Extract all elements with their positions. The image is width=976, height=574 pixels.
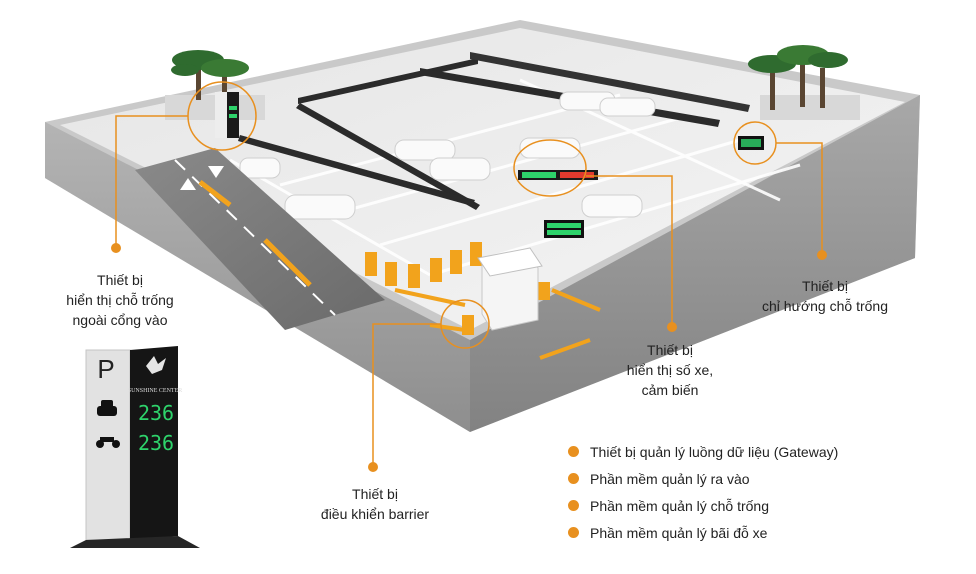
bullet-dot-icon — [568, 527, 579, 538]
sign-brand: SUNSHINE CENTER — [128, 388, 183, 394]
label-outdoor-display: Thiết bị hiển thị chỗ trống ngoài cổng v… — [40, 270, 200, 330]
bullet-dot-icon — [568, 446, 579, 457]
palm-trees-right — [748, 45, 860, 120]
legend-item-label: Phần mềm quản lý ra vào — [590, 471, 750, 487]
label-counter-line2: hiển thị số xe, — [626, 362, 714, 378]
motorbike-icon — [96, 437, 120, 448]
software-legend: Thiết bị quản lý luồng dữ liệu (Gateway)… — [568, 442, 838, 550]
label-counter-line3: cảm biến — [641, 382, 699, 398]
callout-dots — [111, 243, 827, 472]
label-direction: Thiết bị chỉ hướng chỗ trống — [735, 276, 915, 316]
moto-count: 236 — [138, 431, 174, 455]
legend-item-label: Phần mềm quản lý bãi đỗ xe — [590, 525, 768, 541]
label-counter-sensor: Thiết bị hiển thị số xe, cảm biến — [590, 340, 750, 400]
outdoor-sign-illustration: P SUNSHINE CENTER 236 236 — [70, 346, 200, 548]
label-counter-line1: Thiết bị — [647, 342, 693, 358]
led-panel — [518, 170, 598, 180]
slot-counter-display — [544, 220, 584, 238]
car-count: 236 — [138, 401, 174, 425]
label-outdoor-line1: Thiết bị — [97, 272, 143, 288]
callout-lines — [115, 81, 823, 464]
legend-item: Phần mềm quản lý chỗ trống — [568, 496, 838, 523]
label-outdoor-line2: hiển thị chỗ trống — [66, 292, 174, 308]
legend-item-label: Phần mềm quản lý chỗ trống — [590, 498, 769, 514]
entry-ramp — [135, 148, 385, 330]
label-barrier-line2: điều khiển barrier — [320, 506, 430, 522]
label-direction-line2: chỉ hướng chỗ trống — [762, 298, 888, 314]
outdoor-kiosk — [215, 92, 239, 138]
car-icon — [97, 400, 117, 416]
bullet-dot-icon — [568, 500, 579, 511]
bullet-dot-icon — [568, 473, 579, 484]
right-wall — [470, 95, 920, 432]
label-barrier-control: Thiết bị điều khiển barrier — [290, 484, 460, 524]
pegasus-icon — [146, 356, 166, 374]
legend-item: Phần mềm quản lý ra vào — [568, 469, 838, 496]
legend-item: Phần mềm quản lý bãi đỗ xe — [568, 523, 838, 550]
label-direction-line1: Thiết bị — [802, 278, 848, 294]
legend-item-label: Thiết bị quản lý luồng dữ liệu (Gateway) — [590, 444, 839, 460]
sign-p-letter: P — [97, 354, 114, 384]
legend-item: Thiết bị quản lý luồng dữ liệu (Gateway) — [568, 442, 838, 469]
label-outdoor-line3: ngoài cổng vào — [72, 312, 168, 328]
label-barrier-line1: Thiết bị — [352, 486, 398, 502]
